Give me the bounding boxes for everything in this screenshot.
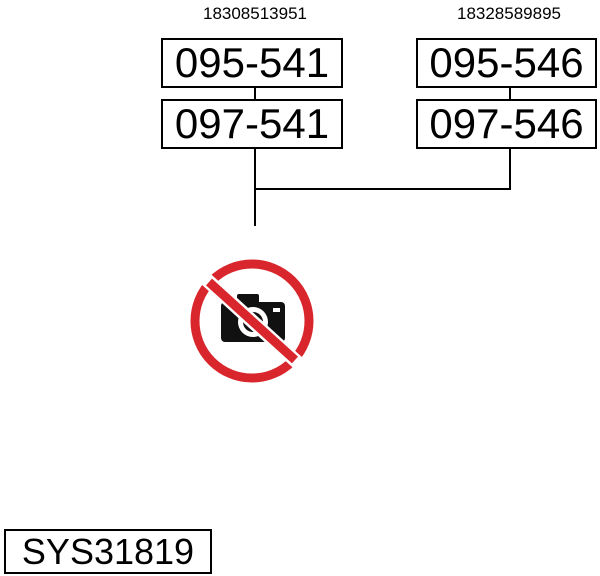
no-photo-graphic [190, 259, 314, 383]
prohibition-sign [190, 259, 314, 383]
right-code-box-1: 095-546 [416, 38, 597, 88]
left-code-box-2: 097-541 [161, 99, 343, 149]
junction-line [254, 188, 511, 190]
left-group-id: 18308513951 [202, 4, 307, 23]
left-drop-line [254, 148, 256, 226]
right-inner-connector [509, 86, 511, 99]
right-group-id: 18328589895 [456, 4, 561, 23]
right-drop-line [509, 148, 511, 190]
reference-code-box: SYS31819 [4, 529, 212, 574]
no-photo-icon [187, 256, 317, 386]
right-code-box-2: 097-546 [416, 99, 597, 149]
left-code-box-1: 095-541 [161, 38, 343, 88]
left-inner-connector [254, 86, 256, 99]
